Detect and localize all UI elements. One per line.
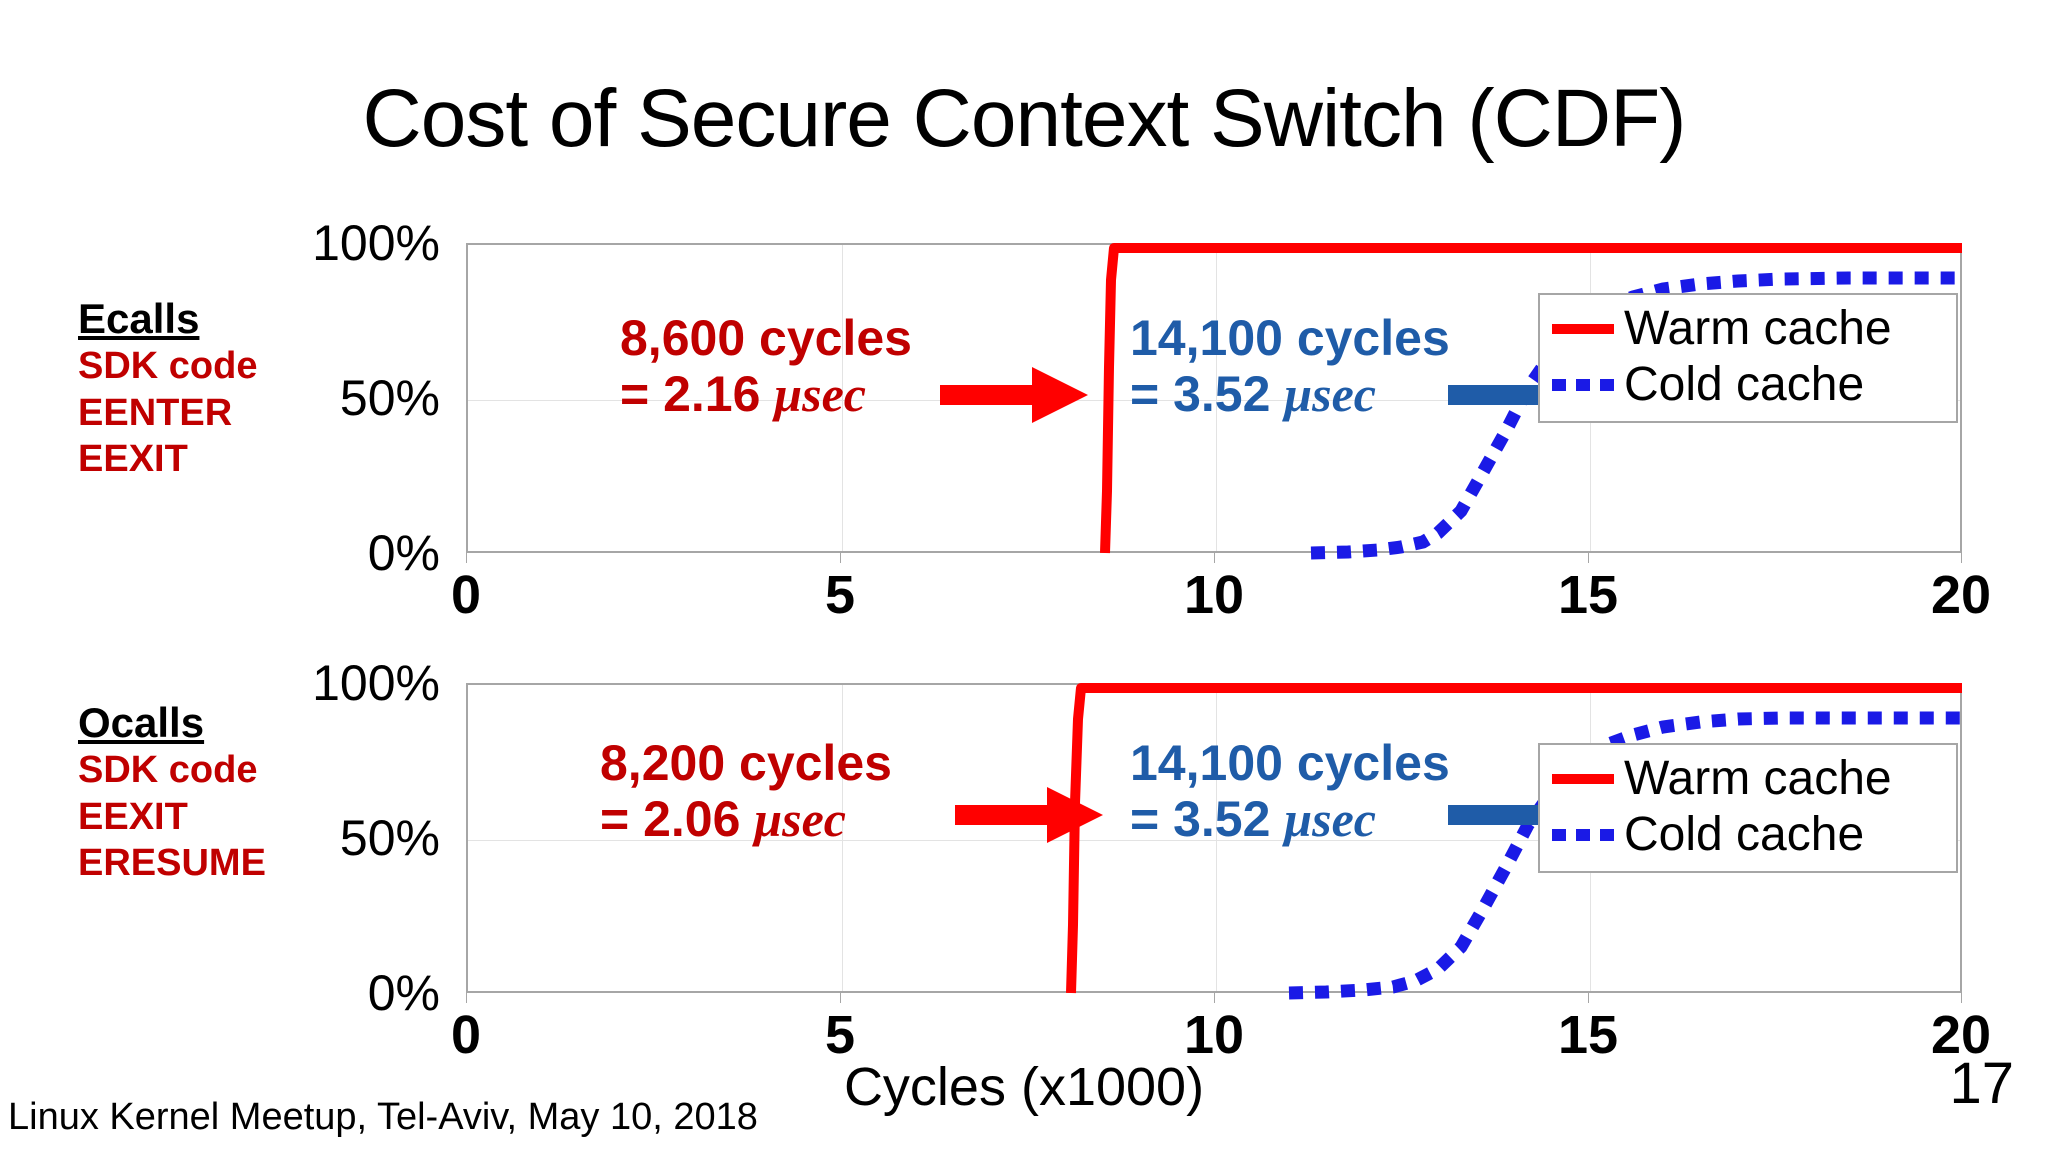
x-tick-label: 0 xyxy=(450,565,482,625)
side-panel-heading: Ocalls xyxy=(78,699,205,746)
x-tick-mark xyxy=(1588,993,1589,1003)
side-panel-line: SDK code xyxy=(78,749,258,792)
x-tick-label: 5 xyxy=(824,565,856,625)
annotation-line-1: 14,100 cycles xyxy=(1130,310,1450,366)
x-tick-mark xyxy=(1961,993,1962,1003)
legend-label-cold: Cold cache xyxy=(1624,808,1865,861)
x-tick-label: 5 xyxy=(824,1005,856,1065)
x-tick-mark xyxy=(1214,993,1215,1003)
annotation-unit: μsec xyxy=(1284,791,1376,847)
legend-label-cold: Cold cache xyxy=(1624,358,1865,411)
legend-label-warm: Warm cache xyxy=(1624,752,1892,805)
legend-swatch-cold-icon xyxy=(1552,829,1614,841)
page-title: Cost of Secure Context Switch (CDF) xyxy=(362,73,1687,164)
arrow-icon-red xyxy=(955,787,1103,843)
series-warm-cache xyxy=(1100,243,1962,554)
y-tick-label: 100% xyxy=(312,655,440,711)
side-panel-heading: Ecalls xyxy=(78,295,200,342)
x-tick-mark xyxy=(1588,553,1589,563)
annotation-unit: μsec xyxy=(754,791,846,847)
side-panel-line: ERESUME xyxy=(78,842,266,885)
annotation-cold-ecalls: 14,100 cycles = 3.52 μsec xyxy=(1130,310,1450,422)
y-tick-label: 100% xyxy=(312,215,440,271)
annotation-line-1: 8,600 cycles xyxy=(620,310,912,366)
gridline-vertical xyxy=(1216,245,1217,551)
arrow-icon-red xyxy=(940,367,1088,423)
annotation-value: = 3.52 xyxy=(1130,791,1285,847)
annotation-value: = 2.06 xyxy=(600,791,755,847)
x-tick-mark xyxy=(466,553,467,563)
legend-swatch-warm-icon xyxy=(1552,774,1614,784)
page-number: 17 xyxy=(1949,1051,2014,1116)
annotation-line-1: 14,100 cycles xyxy=(1130,735,1450,791)
annotation-unit: μsec xyxy=(1284,366,1376,422)
side-panel-ecalls: Ecalls SDK code EENTER EEXIT xyxy=(78,296,338,482)
gridline-vertical xyxy=(1216,685,1217,991)
side-panel-line: EENTER xyxy=(78,391,233,434)
x-tick-mark xyxy=(466,993,467,1003)
legend-item-warm: Warm cache xyxy=(1552,301,1942,357)
legend-chart-ocalls: Warm cache Cold cache xyxy=(1538,743,1958,873)
annotation-line-2: = 3.52 μsec xyxy=(1130,366,1450,422)
annotation-warm-ecalls: 8,600 cycles = 2.16 μsec xyxy=(620,310,912,422)
x-tick-label: 10 xyxy=(1183,565,1245,625)
x-tick-label: 20 xyxy=(1930,1005,1992,1065)
x-tick-mark xyxy=(1961,553,1962,563)
x-tick-mark xyxy=(840,993,841,1003)
series-warm-cache xyxy=(1066,683,1962,994)
x-tick-label: 20 xyxy=(1930,565,1992,625)
y-tick-label: 50% xyxy=(339,810,440,866)
annotation-cold-ocalls: 14,100 cycles = 3.52 μsec xyxy=(1130,735,1450,847)
y-tick-label: 50% xyxy=(339,370,440,426)
footer-note: Linux Kernel Meetup, Tel-Aviv, May 10, 2… xyxy=(8,1096,758,1138)
side-panel-line: SDK code xyxy=(78,345,258,388)
x-tick-mark xyxy=(840,553,841,563)
x-tick-label: 10 xyxy=(1183,1005,1245,1065)
x-tick-label: 0 xyxy=(450,1005,482,1065)
legend-chart-ecalls: Warm cache Cold cache xyxy=(1538,293,1958,423)
annotation-line-2: = 2.16 μsec xyxy=(620,366,912,422)
legend-item-cold: Cold cache xyxy=(1552,357,1942,413)
legend-item-cold: Cold cache xyxy=(1552,807,1942,863)
x-tick-label: 15 xyxy=(1557,1005,1619,1065)
annotation-line-1: 8,200 cycles xyxy=(600,735,892,791)
x-tick-mark xyxy=(1214,553,1215,563)
annotation-warm-ocalls: 8,200 cycles = 2.06 μsec xyxy=(600,735,892,847)
y-tick-label: 0% xyxy=(367,965,440,1021)
side-panel-ocalls: Ocalls SDK code EEXIT ERESUME xyxy=(78,700,338,886)
legend-swatch-warm-icon xyxy=(1552,324,1614,334)
annotation-value: = 2.16 xyxy=(620,366,775,422)
legend-item-warm: Warm cache xyxy=(1552,751,1942,807)
gridline-horizontal xyxy=(468,840,1960,841)
legend-label-warm: Warm cache xyxy=(1624,302,1892,355)
x-tick-label: 15 xyxy=(1557,565,1619,625)
gridline-horizontal xyxy=(468,400,1960,401)
x-axis-title: Cycles (x1000) xyxy=(843,1057,1205,1117)
side-panel-line: EEXIT xyxy=(78,438,188,481)
annotation-line-2: = 3.52 μsec xyxy=(1130,791,1450,847)
side-panel-line: EEXIT xyxy=(78,795,188,838)
annotation-value: = 3.52 xyxy=(1130,366,1285,422)
gridline-vertical xyxy=(842,685,843,991)
legend-swatch-cold-icon xyxy=(1552,379,1614,391)
y-tick-label: 0% xyxy=(367,525,440,581)
gridline-vertical xyxy=(842,245,843,551)
annotation-line-2: = 2.06 μsec xyxy=(600,791,892,847)
annotation-unit: μsec xyxy=(774,366,866,422)
